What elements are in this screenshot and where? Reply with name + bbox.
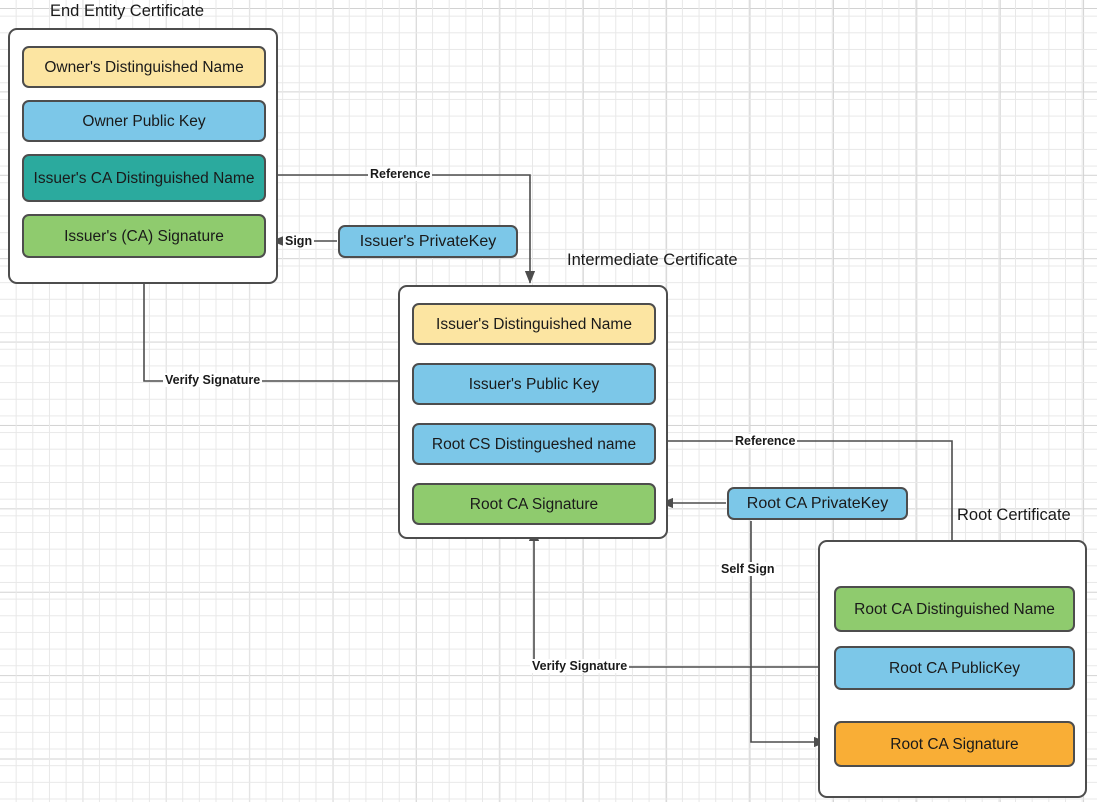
field-root-cs-distingueshed-name[interactable]: Root CS Distingueshed name bbox=[412, 423, 656, 465]
edge-label-self-sign: Self Sign bbox=[719, 562, 777, 576]
root-ca-privatekey-box[interactable]: Root CA PrivateKey bbox=[727, 487, 908, 520]
field-owner-public-key[interactable]: Owner Public Key bbox=[22, 100, 266, 142]
field-root-ca-publickey[interactable]: Root CA PublicKey bbox=[834, 646, 1075, 690]
edge-self-sign bbox=[750, 521, 827, 748]
edge-label-reference-top: Reference bbox=[368, 167, 433, 181]
root-certificate-title: Root Certificate bbox=[957, 506, 1071, 524]
field-issuers-ca-distinguished-name[interactable]: Issuer's CA Distinguished Name bbox=[22, 154, 266, 202]
end-entity-certificate-title: End Entity Certificate bbox=[50, 2, 205, 20]
field-root-ca-distinguished-name[interactable]: Root CA Distinguished Name bbox=[834, 586, 1075, 632]
intermediate-certificate-title: Intermediate Certificate bbox=[567, 251, 738, 269]
edge-label-verify-signature-top: Verify Signature bbox=[163, 373, 263, 387]
field-intermediate-root-ca-signature[interactable]: Root CA Signature bbox=[412, 483, 656, 525]
intermediate-certificate-box[interactable]: Issuer's Distinguished Name Issuer's Pub… bbox=[398, 285, 668, 539]
edge-verify-signature-bottom bbox=[528, 528, 833, 668]
field-root-ca-signature[interactable]: Root CA Signature bbox=[834, 721, 1075, 767]
edge-label-sign: Sign bbox=[283, 234, 315, 248]
issuers-privatekey-box[interactable]: Issuer's PrivateKey bbox=[338, 225, 518, 258]
edge-label-verify-signature-bottom: Verify Signature bbox=[530, 659, 630, 673]
edge-label-reference-mid: Reference bbox=[733, 434, 798, 448]
root-certificate-box[interactable]: Root CA Distinguished Name Root CA Publi… bbox=[818, 540, 1087, 798]
field-issuers-ca-signature[interactable]: Issuer's (CA) Signature bbox=[22, 214, 266, 258]
field-issuers-distinguished-name[interactable]: Issuer's Distinguished Name bbox=[412, 303, 656, 345]
end-entity-certificate-box[interactable]: Owner's Distinguished Name Owner Public … bbox=[8, 28, 278, 284]
field-owners-distinguished-name[interactable]: Owner's Distinguished Name bbox=[22, 46, 266, 88]
field-issuers-public-key[interactable]: Issuer's Public Key bbox=[412, 363, 656, 405]
